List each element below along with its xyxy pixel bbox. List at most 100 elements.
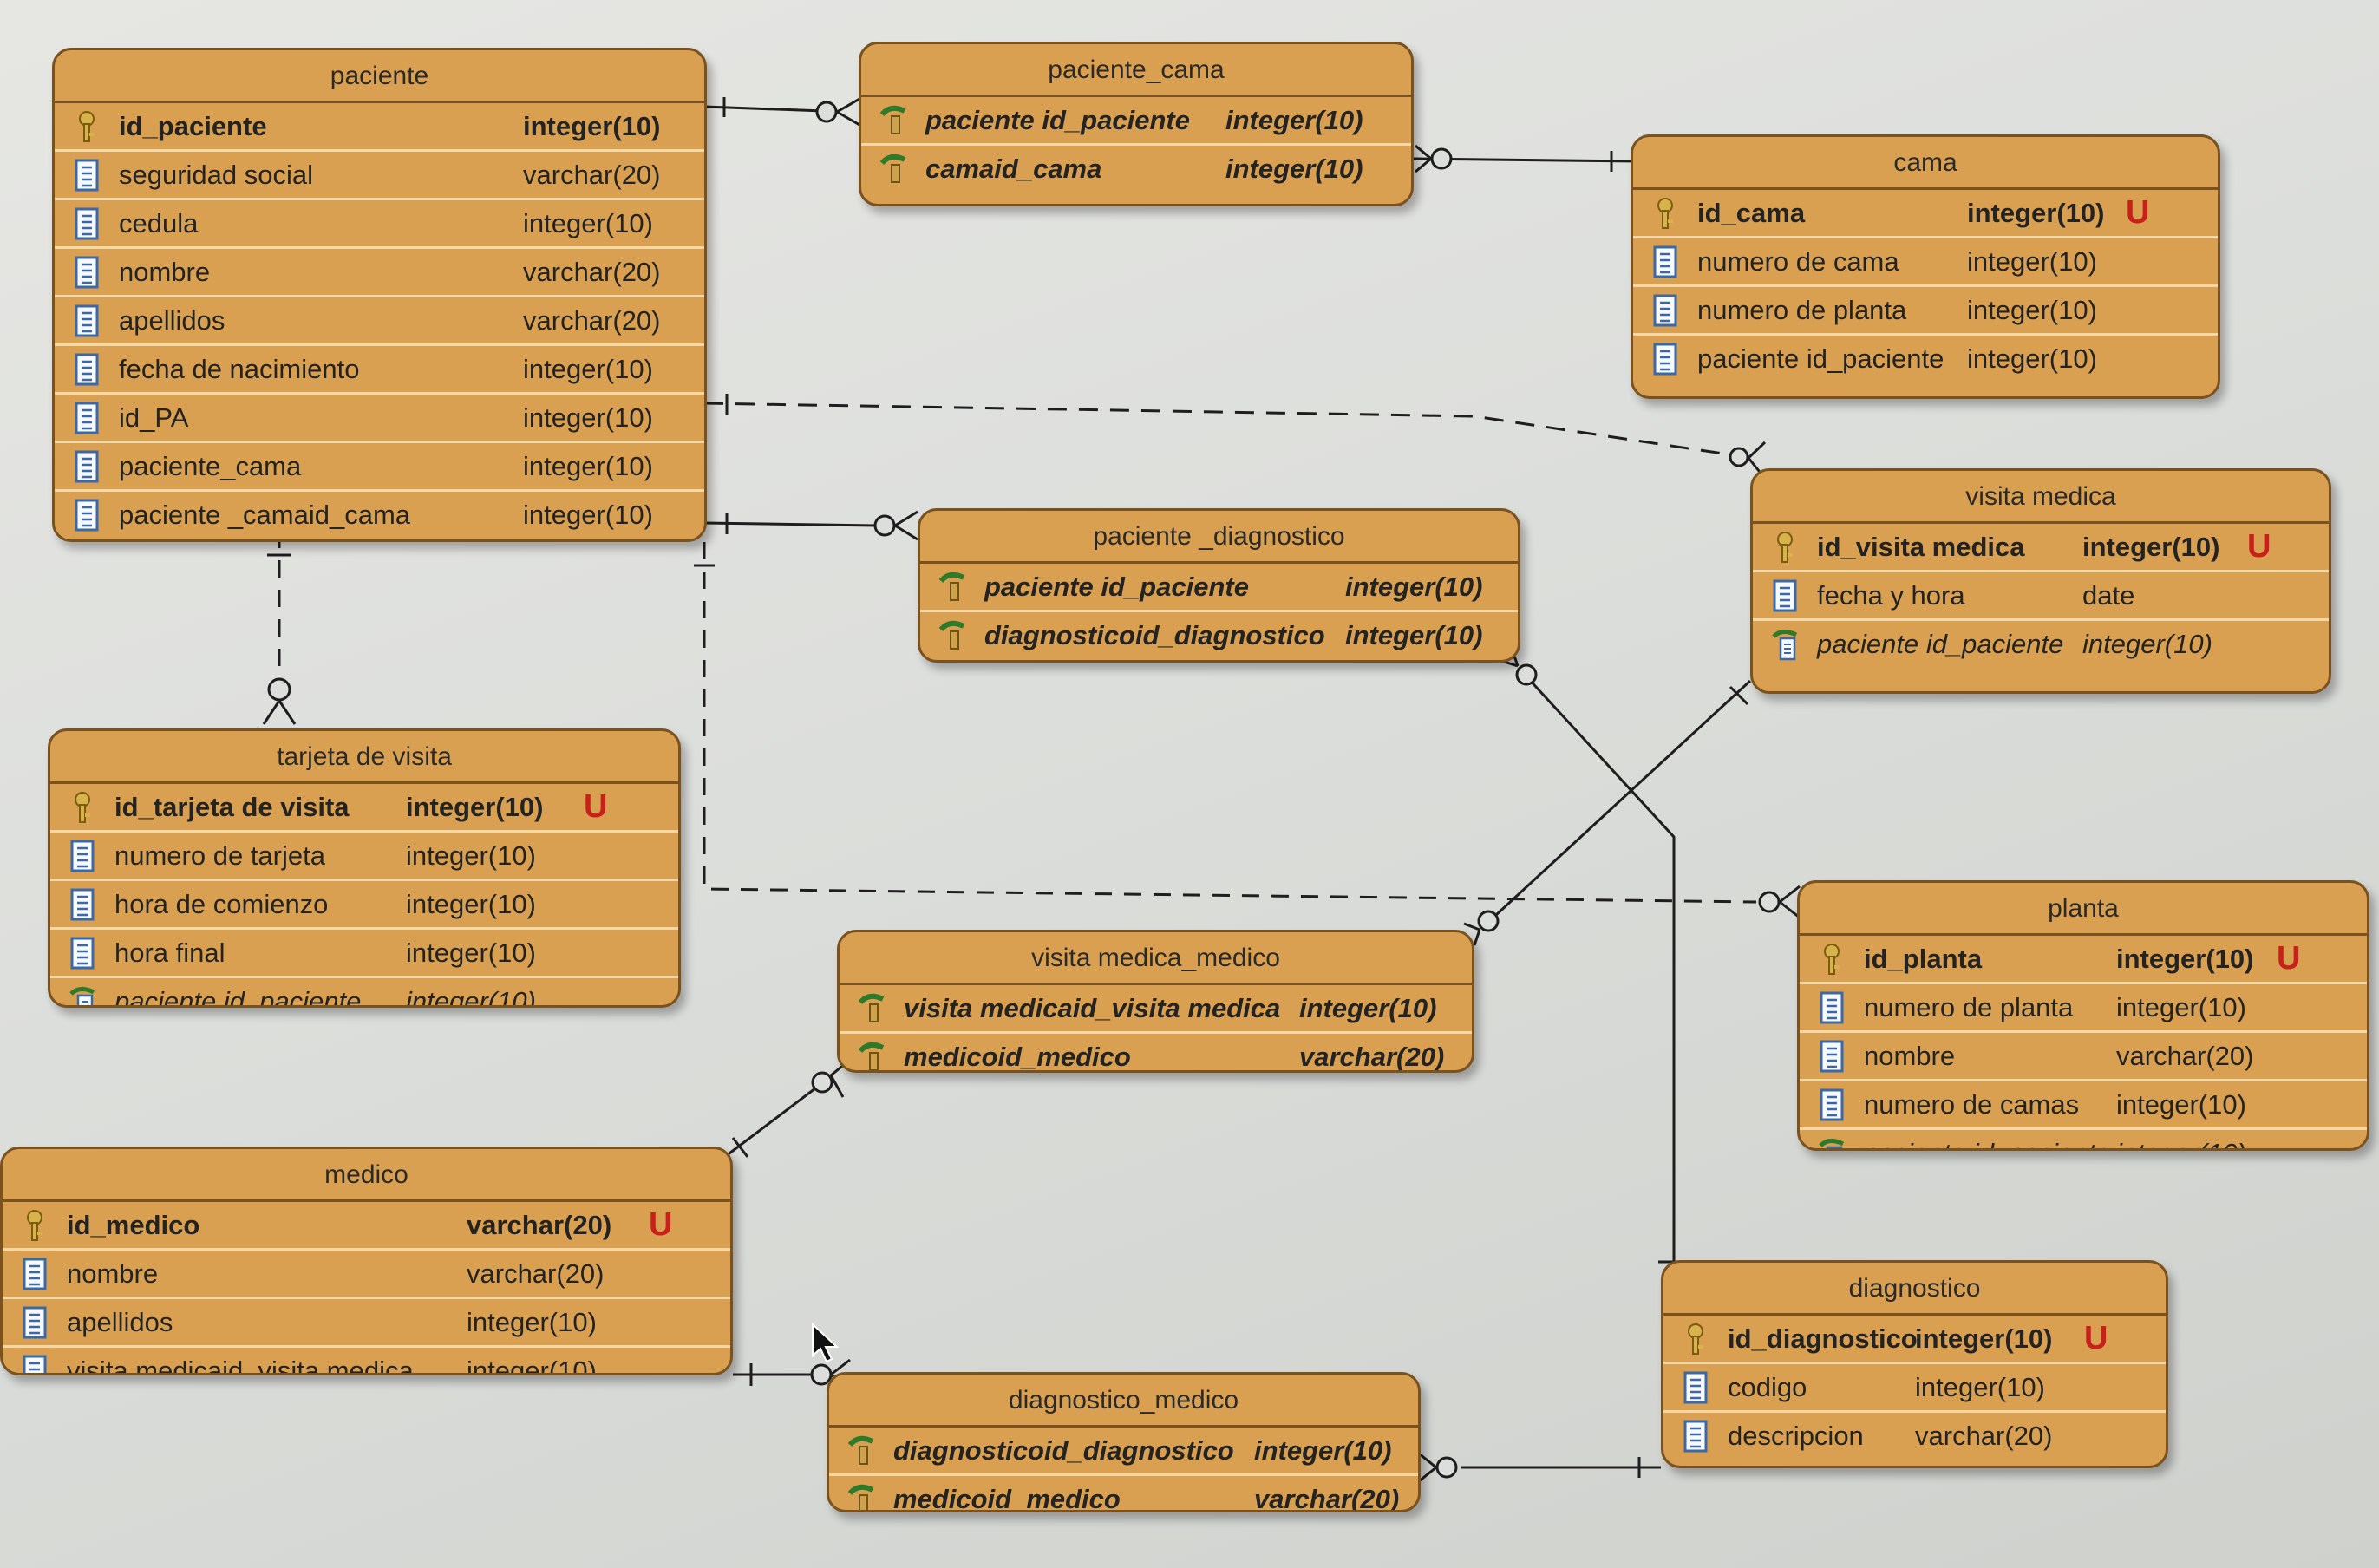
column-type: integer(10) <box>2116 1130 2246 1148</box>
primary-key-icon <box>75 792 90 823</box>
unique-constraint-marker: U <box>2277 940 2301 977</box>
column-name: id_visita medica <box>1817 532 2025 562</box>
column-type: integer(10) <box>1967 343 2097 374</box>
column-name: paciente id_paciente <box>925 105 1190 135</box>
column-type: integer(10) <box>1345 620 1483 650</box>
column-name: seguridad social <box>119 160 314 190</box>
column-type: integer(10) <box>2082 532 2220 562</box>
link-paciente-paciente-cama <box>703 94 866 130</box>
column-type: integer(10) <box>523 402 653 433</box>
link-paciente-paciente-diagnostico <box>703 510 918 541</box>
column-icon <box>75 402 99 434</box>
column-name: paciente _camaid_cama <box>119 500 411 530</box>
column-icon <box>75 304 99 337</box>
column-name: descripcion <box>1728 1421 1864 1451</box>
column-icon <box>1820 991 1844 1024</box>
column-type: varchar(20) <box>523 305 661 336</box>
column-name: medicoid_medico <box>904 1042 1131 1072</box>
link-paciente-diagnostico-diagnostico <box>1495 645 1687 1264</box>
table-title: paciente_cama <box>861 44 1411 97</box>
column-name: nombre <box>1864 1041 1956 1071</box>
column-icon <box>23 1355 47 1373</box>
column-icon <box>23 1306 47 1339</box>
primary-key-icon <box>1657 198 1673 229</box>
column-row[interactable]: paciente id_paciente integer(10) <box>1633 336 2218 382</box>
table-paciente[interactable]: pacienteid_pacienteinteger(10)Useguridad… <box>52 48 707 542</box>
column-row[interactable]: id_visita medica integer(10) U <box>1753 524 2329 572</box>
column-name: paciente id_paciente <box>114 986 362 1008</box>
column-type: integer(10) <box>1345 572 1483 602</box>
table-title: paciente <box>55 50 704 103</box>
column-name: id_paciente <box>119 111 267 141</box>
column-name: id_diagnostico <box>1728 1323 1918 1354</box>
column-name: nombre <box>67 1258 159 1289</box>
column-type: integer(10) <box>523 111 661 141</box>
column-icon <box>1683 1420 1708 1453</box>
column-name: id_tarjeta de visita <box>114 792 350 822</box>
column-name: paciente id_paciente <box>1697 343 1944 374</box>
column-name: diagnosticoid_diagnostico <box>893 1435 1234 1466</box>
column-type: integer(10) <box>523 451 653 481</box>
column-name: numero de camas <box>1864 1089 2080 1120</box>
table-title: tarjeta de visita <box>50 731 678 784</box>
column-name: apellidos <box>67 1307 173 1337</box>
column-name: codigo <box>1728 1372 1807 1402</box>
primary-key-icon <box>1777 532 1793 563</box>
column-type: integer(10) <box>2116 992 2246 1022</box>
foreign-key-column-icon <box>1819 1139 1845 1148</box>
column-type: integer(10) <box>1967 295 2097 325</box>
column-type: integer(10) <box>406 889 536 919</box>
unique-constraint-marker: U <box>2247 528 2271 565</box>
column-icon <box>70 937 95 970</box>
